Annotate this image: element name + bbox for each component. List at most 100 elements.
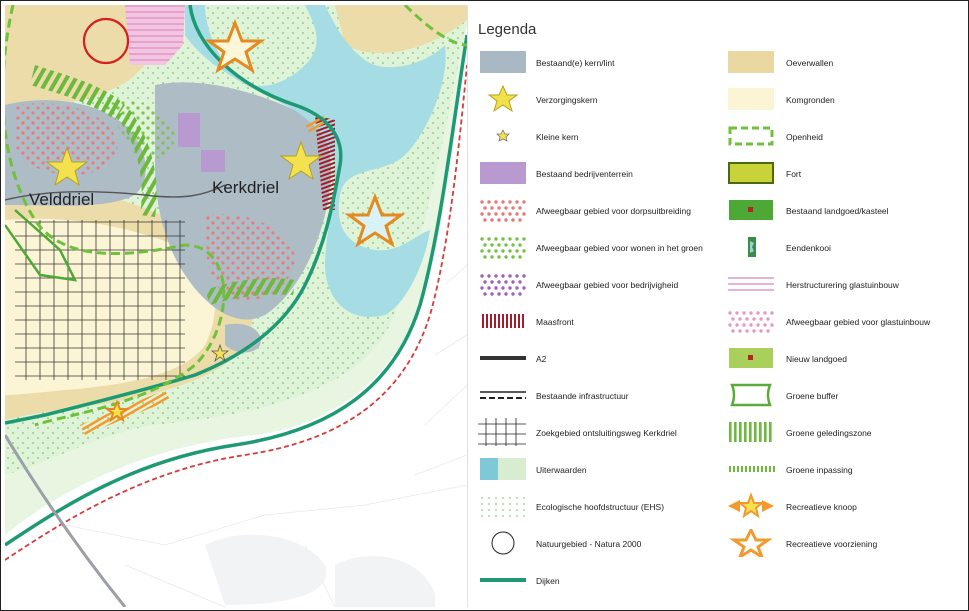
legend-symbol-cream-fill [726, 85, 776, 113]
business-park [178, 113, 200, 147]
legend-item: Ecologische hoofdstructuur (EHS) [478, 492, 728, 522]
background-shade [335, 556, 435, 607]
legend-label: Openheid [786, 132, 823, 142]
legend-label: Bestaand bedrijventerrein [536, 169, 633, 179]
expansion-area [15, 103, 118, 175]
legend-item: Afweegbaar gebied voor dorpsuitbreiding [478, 196, 728, 226]
legend-item: Recreatieve knoop [726, 492, 962, 522]
legend-symbol-purple-dots [478, 270, 528, 298]
legend-symbol-rec-node [726, 492, 776, 520]
legend-label: Uiterwaarden [536, 465, 587, 475]
recreation-star [204, 18, 266, 74]
natura-boundary [5, 64, 467, 561]
legend-label: Recreatieve knoop [786, 502, 857, 512]
legend-item: Bestaand landgoed/kasteel [726, 196, 962, 226]
place-label-kerkdriel: Kerkdriel [212, 178, 279, 197]
dike [5, 5, 343, 425]
legend-symbol-line-dashed [478, 381, 528, 409]
legend-symbol-estate-box [726, 196, 776, 224]
legend-item: Eendenkooi [726, 233, 962, 263]
legend-label: Afweegbaar gebied voor dorpsuitbreiding [536, 206, 691, 216]
legend-item: Afweegbaar gebied voor glastuinbouw [726, 307, 962, 337]
legend-item: Oeverwallen [726, 48, 962, 78]
legend-symbol-floodplain [478, 455, 528, 483]
legend-label: Eendenkooi [786, 243, 831, 253]
place-label-velddriel: Velddriel [29, 190, 94, 209]
legend-item: Bestaande infrastructuur [478, 381, 728, 411]
legend-item: Zoekgebied ontsluitingsweg Kerkdriel [478, 418, 728, 448]
legend-symbol-green-buffer [726, 381, 776, 409]
legend-label: Verzorgingskern [536, 95, 598, 105]
legend-label: A2 [536, 354, 547, 364]
legend-label: Groene geledingszone [786, 428, 872, 438]
natura-marker [82, 17, 130, 65]
star-velddriel [45, 146, 89, 187]
legend-label: Oeverwallen [786, 58, 834, 68]
legend-item: Bestaand bedrijventerrein [478, 159, 728, 189]
legend-label: Bestaand(e) kern/lint [536, 58, 615, 68]
road-search-grid [15, 220, 185, 380]
legend-symbol-rec-star [726, 526, 776, 561]
legend-label: Afweegbaar gebied voor wonen in het groe… [536, 243, 703, 253]
legend-symbol-purple-fill [478, 159, 528, 187]
legend-symbol-ehs-dots [478, 492, 528, 520]
legend-label: Groene inpassing [786, 465, 853, 475]
legend-item: Bestaand(e) kern/lint [478, 48, 728, 78]
legend-symbol-grey-fill [478, 48, 528, 76]
legend-item: Afweegbaar gebied voor bedrijvigheid [478, 270, 728, 300]
legend-label: Afweegbaar gebied voor bedrijvigheid [536, 280, 679, 290]
business-park [201, 150, 225, 172]
green-buffer-zone [30, 65, 125, 120]
legend-item: Groene inpassing [726, 455, 962, 485]
legend-symbol-pink-lines [726, 270, 776, 298]
green-buffer-zone [115, 110, 157, 217]
legend-item: Groene geledingszone [726, 418, 962, 448]
legend-item: Komgronden [726, 85, 962, 115]
legend-symbol-grid [478, 418, 528, 446]
star-kerkdriel [279, 140, 323, 181]
legend-symbol-star-large [478, 84, 528, 113]
legend-label: Nieuw landgoed [786, 354, 847, 364]
legend-symbol-circle [478, 529, 528, 557]
green-buffer-zone [205, 278, 295, 305]
legend-label: Ecologische hoofdstructuur (EHS) [536, 502, 665, 512]
legend-item: Kleine kern [478, 122, 728, 152]
legend-item: Nieuw landgoed [726, 344, 962, 374]
legend-symbol-new-estate [726, 344, 776, 372]
legend-symbol-dashed-green-box [726, 122, 776, 150]
legend-label: Maasfront [536, 317, 574, 327]
legend-symbol-pink-dots [726, 307, 776, 335]
legend-label: Natuurgebied - Natura 2000 [536, 539, 642, 549]
floodplain-band [5, 5, 467, 535]
a2-motorway [5, 434, 127, 607]
legend-symbol-green-dots [478, 233, 528, 261]
legend-item: Dijken [478, 566, 728, 596]
legend-label: Bestaand landgoed/kasteel [786, 206, 889, 216]
existing-road [5, 184, 226, 201]
legend-item: Groene buffer [726, 381, 962, 411]
legend-symbol-tan-fill [726, 48, 776, 76]
legend-item: Uiterwaarden [478, 455, 728, 485]
legend-item: Recreatieve voorziening [726, 526, 962, 561]
background-shade [205, 534, 327, 605]
legend-item: Verzorgingskern [478, 84, 728, 115]
legend-symbol-thick-line [478, 344, 528, 372]
legend-label: Groene buffer [786, 391, 839, 401]
legend-symbol-red-dots [478, 196, 528, 224]
green-buffer-arrow [5, 209, 78, 282]
legend-item: Openheid [726, 122, 962, 152]
legend-label: Recreatieve voorziening [786, 539, 878, 549]
glasshouse-area [125, 5, 185, 65]
legend-symbol-green-thin-stripes [726, 455, 776, 483]
legend-label: Zoekgebied ontsluitingsweg Kerkdriel [536, 428, 677, 438]
recreation-node-star [103, 399, 131, 423]
maasfront [315, 115, 335, 210]
map-panel: Velddriel Kerkdriel [5, 5, 467, 607]
openness-boundary [5, 5, 226, 427]
legend-label: Dijken [536, 576, 560, 586]
legend-label: Kleine kern [536, 132, 579, 142]
legend-item: Afweegbaar gebied voor wonen in het groe… [478, 233, 728, 263]
legend-symbol-duck-decoy [726, 233, 776, 261]
